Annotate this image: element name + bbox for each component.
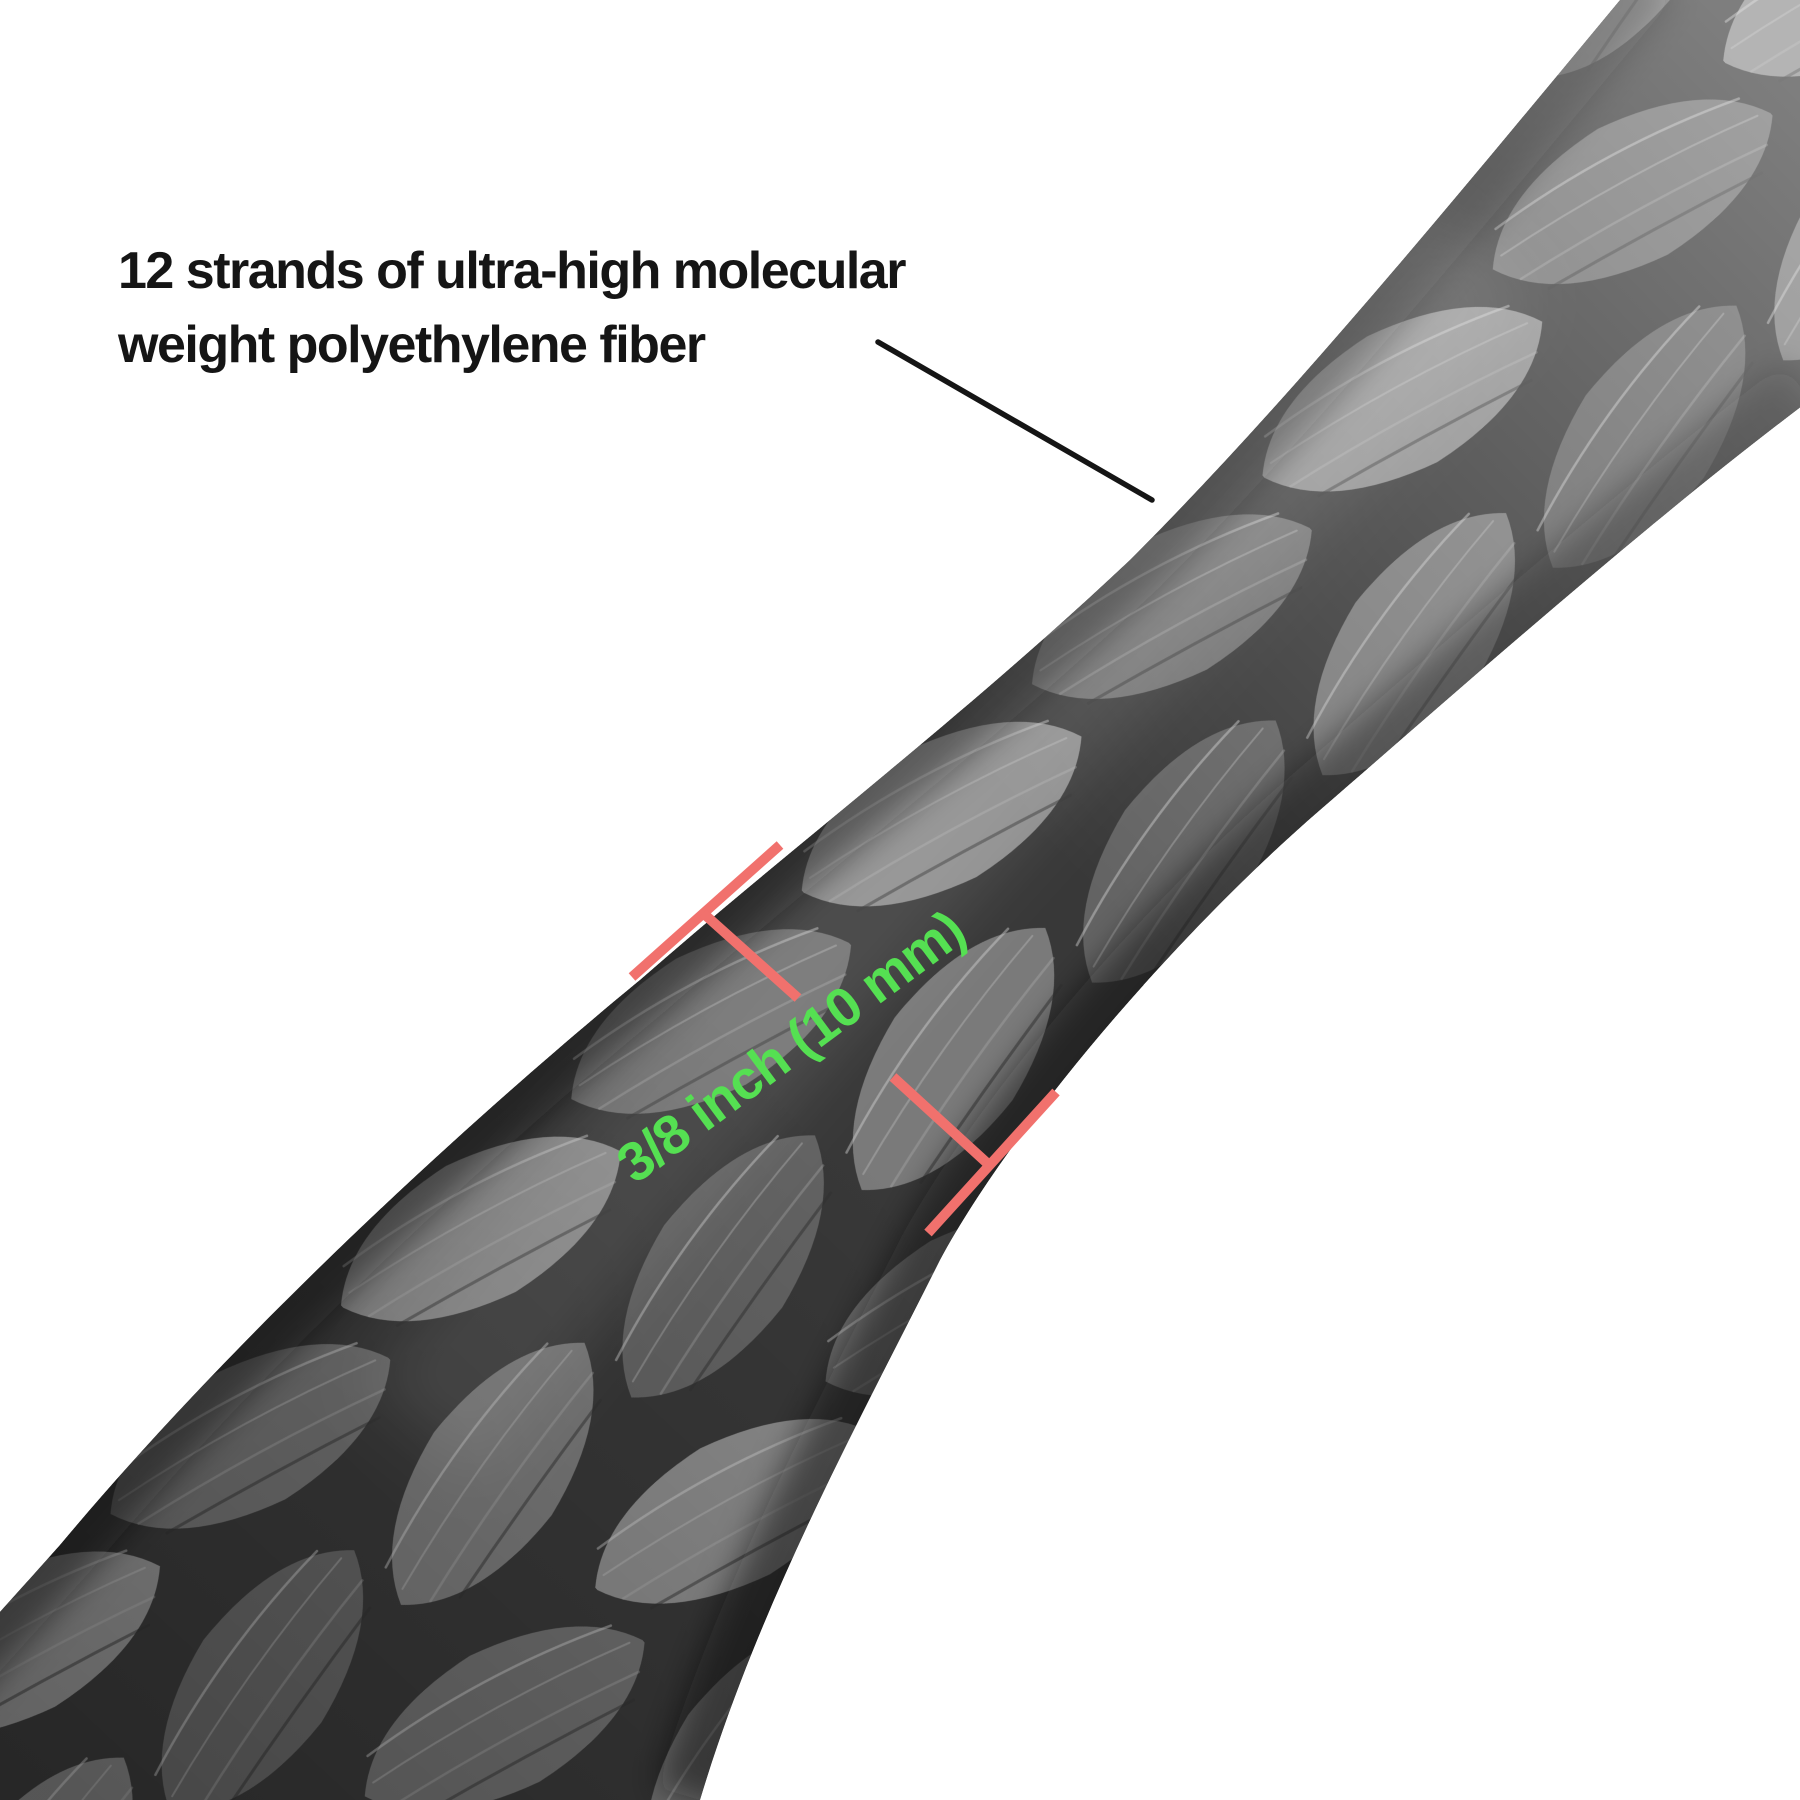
- diameter-edge-mark-bottom: [924, 1088, 1060, 1237]
- diameter-line-upper-segment: [699, 909, 802, 1002]
- annotation-line-1: 12 strands of ultra-high molecular: [118, 242, 906, 300]
- annotation-title: 12 strands of ultra-high molecular weigh…: [117, 242, 918, 374]
- diameter-line-lower-segment: [889, 1073, 991, 1167]
- annotation-leader-line: [875, 339, 1155, 503]
- annotation-line-2: weight polyethylene fiber: [117, 316, 706, 374]
- diameter-measurement: [628, 841, 1060, 1237]
